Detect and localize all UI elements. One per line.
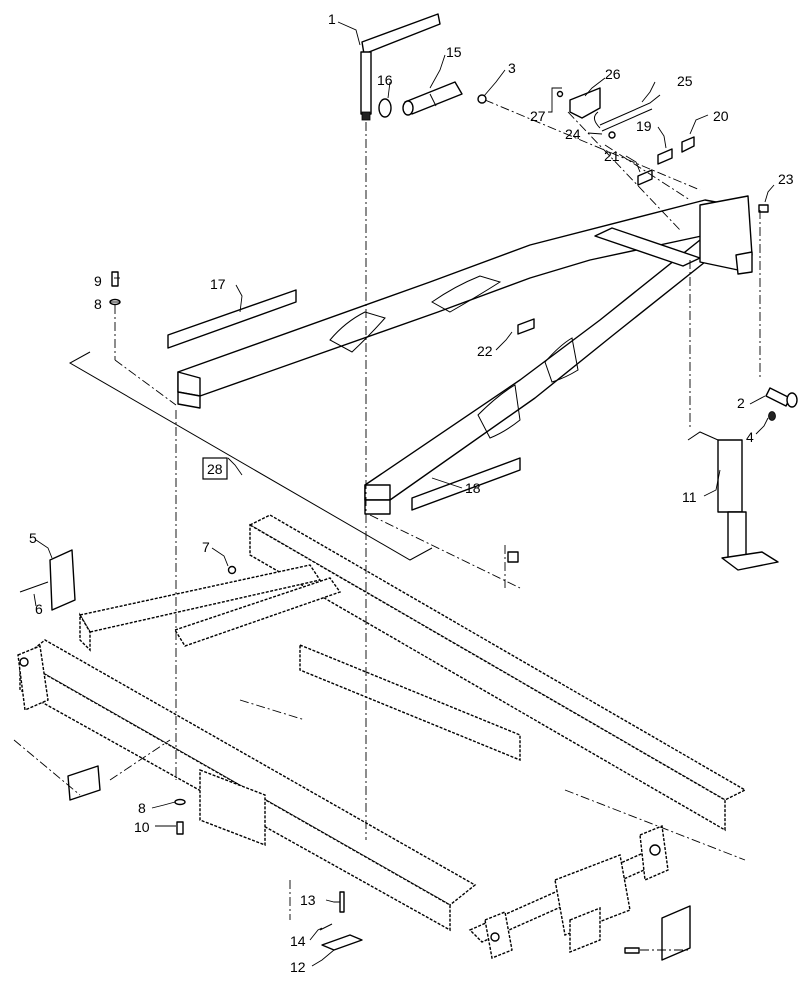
bolt-23 (758, 204, 769, 213)
side-plate-right (661, 905, 691, 961)
nut-7 (227, 565, 237, 575)
decal-19 (657, 148, 673, 165)
bolt-6 (19, 581, 49, 593)
ring-16 (378, 98, 392, 118)
decal-21 (637, 169, 653, 186)
bolt-27 (556, 90, 564, 98)
callout-18: 18 (465, 480, 481, 496)
callout-21: 21 (604, 148, 620, 164)
main-frame-center-cross (299, 643, 521, 762)
tongue-assembly-outline (68, 351, 433, 561)
bolt-13 (339, 891, 345, 913)
callout-6: 6 (35, 601, 43, 617)
main-frame-front-extension (554, 854, 631, 954)
callout-10: 10 (134, 819, 150, 835)
callout-23: 23 (778, 171, 794, 187)
callout-17: 17 (210, 276, 226, 292)
bracket-12 (321, 934, 363, 951)
pin-2 (765, 387, 798, 408)
bolt-10 (176, 821, 184, 835)
clip-3 (477, 94, 487, 104)
callout-28: 28 (207, 461, 223, 477)
alignment-lines (13, 99, 761, 951)
main-frame-cross-1 (173, 577, 342, 647)
callout-20: 20 (713, 108, 729, 124)
callout-25: 25 (677, 73, 693, 89)
callout-15: 15 (446, 44, 462, 60)
callout-1: 1 (328, 11, 336, 27)
center-hitch-plate (199, 768, 266, 847)
decal-18 (411, 457, 521, 511)
main-frame-rear-beam (78, 564, 322, 652)
pin-14 (319, 923, 333, 931)
decal-17 (167, 289, 297, 349)
hitch-tongue-crossmember (594, 195, 753, 275)
jack-stand-11 (687, 431, 779, 571)
clamp-left (67, 765, 101, 801)
callout-27: 27 (530, 108, 546, 124)
callout-8-lower: 8 (138, 800, 146, 816)
callout-11: 11 (682, 489, 697, 505)
main-frame-right-rail (248, 514, 747, 832)
storage-pin-holder-1 (360, 13, 441, 121)
plate-5 (49, 549, 76, 611)
leader-lines (33, 21, 775, 967)
callout-labels: 1 2 3 4 5 6 7 8 8 9 10 11 12 13 14 15 16… (29, 11, 794, 975)
callout-7: 7 (202, 539, 210, 555)
bracket-26 (569, 87, 601, 119)
decal-20 (681, 136, 695, 153)
callout-22: 22 (477, 343, 493, 359)
callout-24: 24 (565, 126, 581, 142)
nut-4 (768, 411, 776, 421)
callout-12: 12 (290, 959, 306, 975)
callout-13: 13 (300, 892, 316, 908)
bolt-lower-center (507, 551, 519, 563)
pivot-pin-left (19, 657, 29, 667)
washer-8-lower (174, 798, 186, 806)
hitch-tongue-left-arm (177, 199, 749, 409)
callout-14: 14 (290, 933, 306, 949)
pivot-pin-right (649, 844, 661, 856)
callout-5: 5 (29, 530, 37, 546)
callout-2: 2 (737, 395, 745, 411)
front-pin (490, 932, 500, 942)
washer-24 (608, 131, 616, 139)
callout-19: 19 (636, 118, 652, 134)
callout-9: 9 (94, 273, 102, 289)
callout-3: 3 (508, 60, 516, 76)
bolt-lower-right (624, 947, 640, 954)
callout-4: 4 (746, 429, 754, 445)
callout-8-upper: 8 (94, 296, 102, 312)
hitch-pin-15 (402, 81, 463, 116)
decal-22 (517, 318, 535, 335)
callout-16: 16 (377, 72, 393, 88)
callout-26: 26 (605, 66, 621, 82)
safety-chain-25 (594, 94, 661, 132)
callout-28-box (202, 457, 228, 480)
bolt-9 (111, 271, 119, 287)
